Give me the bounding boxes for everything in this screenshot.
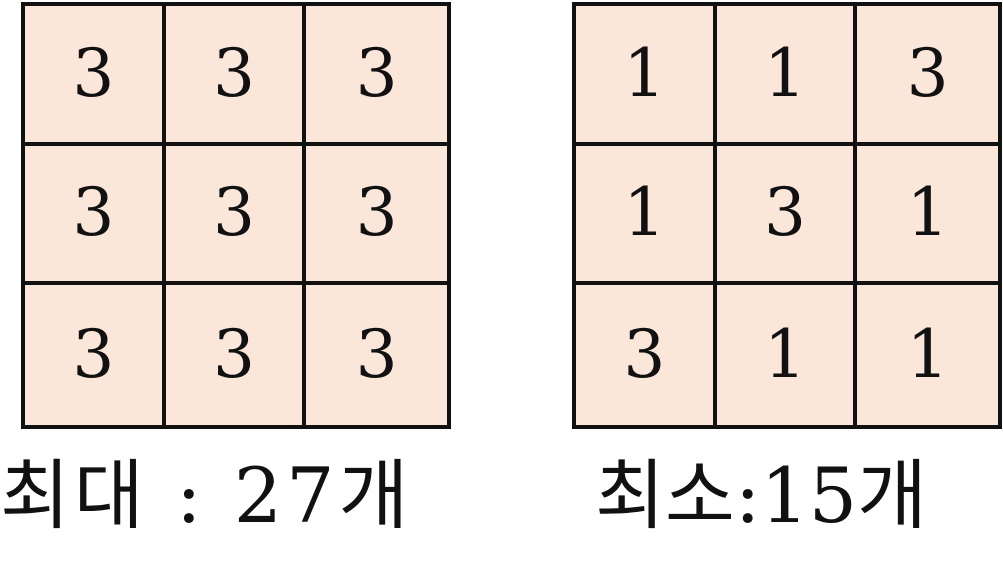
grid-cell: 1 xyxy=(716,285,858,425)
grid-cell: 3 xyxy=(25,145,166,286)
grid-cell: 3 xyxy=(306,6,447,146)
grid-cell: 1 xyxy=(576,145,717,286)
min-caption: 최소:15개 xyxy=(595,451,928,540)
grid-cell: 3 xyxy=(165,6,307,146)
max-caption: 최대 : 27개 xyxy=(0,451,413,540)
grid-cell: 1 xyxy=(716,6,858,146)
grid-cell: 3 xyxy=(857,6,998,146)
grid-cell: 3 xyxy=(25,6,166,146)
max-grid: 3 3 3 3 3 3 3 3 3 xyxy=(21,2,451,429)
grid-cell: 1 xyxy=(857,145,998,286)
grid-cell: 1 xyxy=(857,285,998,425)
grid-cell: 3 xyxy=(165,285,307,425)
grid-cell: 3 xyxy=(716,145,858,286)
grid-cell: 3 xyxy=(306,145,447,286)
min-grid: 1 1 3 1 3 1 3 1 1 xyxy=(572,2,1002,429)
grid-cell: 1 xyxy=(576,6,717,146)
grid-cell: 3 xyxy=(306,285,447,425)
grid-cell: 3 xyxy=(25,285,166,425)
grid-cell: 3 xyxy=(576,285,717,425)
grid-cell: 3 xyxy=(165,145,307,286)
